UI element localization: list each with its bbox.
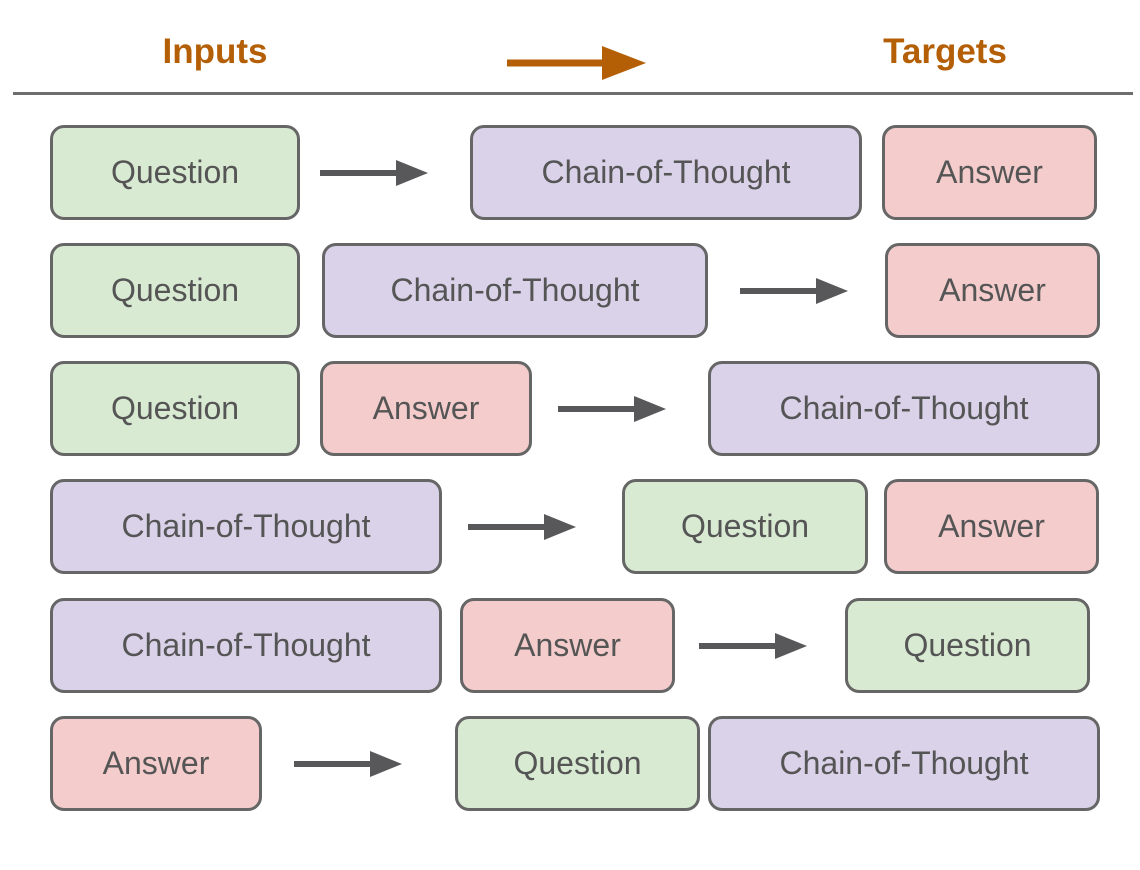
mapping-row-5: Chain-of-Thought Answer Question	[0, 598, 1140, 693]
mapping-row-2: Question Chain-of-Thought Answer	[0, 243, 1140, 338]
arrow-right-icon	[740, 278, 848, 304]
box-label: Chain-of-Thought	[121, 508, 371, 544]
targets-heading: Targets	[883, 32, 1007, 71]
box-label: Question	[903, 627, 1032, 663]
box-label: Answer	[938, 508, 1045, 544]
box-label: Answer	[936, 154, 1043, 190]
answer-box: Answer	[50, 716, 262, 811]
question-box: Question	[50, 125, 300, 220]
chain-of-thought-box: Chain-of-Thought	[470, 125, 862, 220]
arrow-right-icon	[699, 633, 807, 659]
mapping-row-1: Question Chain-of-Thought Answer	[0, 125, 1140, 220]
box-label: Answer	[939, 272, 1046, 308]
box-label: Question	[513, 745, 642, 781]
box-label: Answer	[372, 390, 480, 426]
chain-of-thought-box: Chain-of-Thought	[50, 598, 442, 693]
box-label: Answer	[102, 745, 210, 781]
mapping-row-3: Question Answer Chain-of-Thought	[0, 361, 1140, 456]
box-label: Question	[110, 272, 240, 308]
arrow-right-icon	[294, 751, 402, 777]
chain-of-thought-box: Chain-of-Thought	[50, 479, 442, 574]
answer-box: Answer	[320, 361, 532, 456]
box-label: Chain-of-Thought	[779, 745, 1029, 781]
mapping-row-4: Chain-of-Thought Question Answer	[0, 479, 1140, 574]
question-box: Question	[50, 361, 300, 456]
mapping-row-6: Answer Question Chain-of-Thought	[0, 716, 1140, 811]
arrow-right-icon	[558, 396, 666, 422]
box-label: Question	[110, 154, 240, 190]
box-label: Question	[680, 508, 810, 544]
box-label: Chain-of-Thought	[121, 627, 371, 663]
box-label: Answer	[514, 627, 621, 663]
chain-of-thought-box: Chain-of-Thought	[708, 716, 1100, 811]
question-box: Question	[455, 716, 700, 811]
box-label: Chain-of-Thought	[779, 390, 1029, 426]
chain-of-thought-box: Chain-of-Thought	[708, 361, 1100, 456]
answer-box: Answer	[882, 125, 1097, 220]
chain-of-thought-box: Chain-of-Thought	[322, 243, 708, 338]
arrow-right-icon	[320, 160, 428, 186]
answer-box: Answer	[884, 479, 1099, 574]
arrow-right-icon	[468, 514, 576, 540]
box-label: Question	[110, 390, 240, 426]
answer-box: Answer	[885, 243, 1100, 338]
question-box: Question	[622, 479, 868, 574]
question-box: Question	[50, 243, 300, 338]
header-arrow-right-icon	[507, 46, 646, 80]
box-label: Chain-of-Thought	[390, 272, 640, 308]
answer-box: Answer	[460, 598, 675, 693]
box-label: Chain-of-Thought	[541, 154, 791, 190]
question-box: Question	[845, 598, 1090, 693]
inputs-heading: Inputs	[162, 32, 268, 71]
header-divider	[13, 92, 1133, 95]
